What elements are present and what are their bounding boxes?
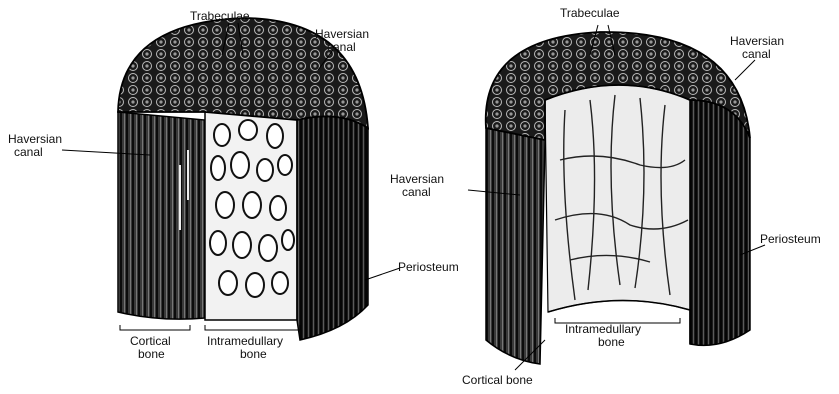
right-haversian-side-label-line2: canal (402, 185, 431, 199)
left-haversian-side-label-line2: canal (14, 145, 43, 159)
left-trabecular-core (205, 112, 297, 320)
right-trabecular-core (545, 85, 690, 312)
right-cortical-label: Cortical bone (462, 373, 533, 387)
right-intramedullary-label-line1: Intramedullary (565, 322, 641, 336)
left-cortical-bone-shape (118, 112, 205, 319)
right-haversian-top-label-line1: Haversian (730, 34, 784, 48)
left-periosteum-label: Periosteum (398, 260, 459, 274)
right-cortical-right-shape (690, 100, 750, 345)
right-haversian-top-label-line2: canal (742, 47, 771, 61)
right-trabeculae-label: Trabeculae (560, 6, 620, 20)
right-intramedullary-label-line2: bone (598, 335, 625, 349)
left-intramedullary-label-line2: bone (240, 347, 267, 361)
left-cortical-label-line2: bone (138, 347, 165, 361)
left-cortical-side-shape (297, 116, 368, 340)
right-cortical-left-shape (486, 128, 545, 364)
left-bone-diagram (62, 18, 400, 340)
right-haversian-side-label-line1: Haversian (390, 172, 444, 186)
left-haversian-top-label-line2: canal (327, 40, 356, 54)
left-haversian-side-label-line1: Haversian (8, 132, 62, 146)
left-haversian-top-label-line1: Haversian (315, 27, 369, 41)
left-cortical-label-line1: Cortical (130, 334, 171, 348)
left-trabeculae-label: Trabeculae (190, 9, 250, 23)
right-periosteum-label: Periosteum (760, 232, 821, 246)
right-bone-diagram (468, 25, 765, 370)
left-intramedullary-label-line1: Intramedullary (207, 334, 283, 348)
